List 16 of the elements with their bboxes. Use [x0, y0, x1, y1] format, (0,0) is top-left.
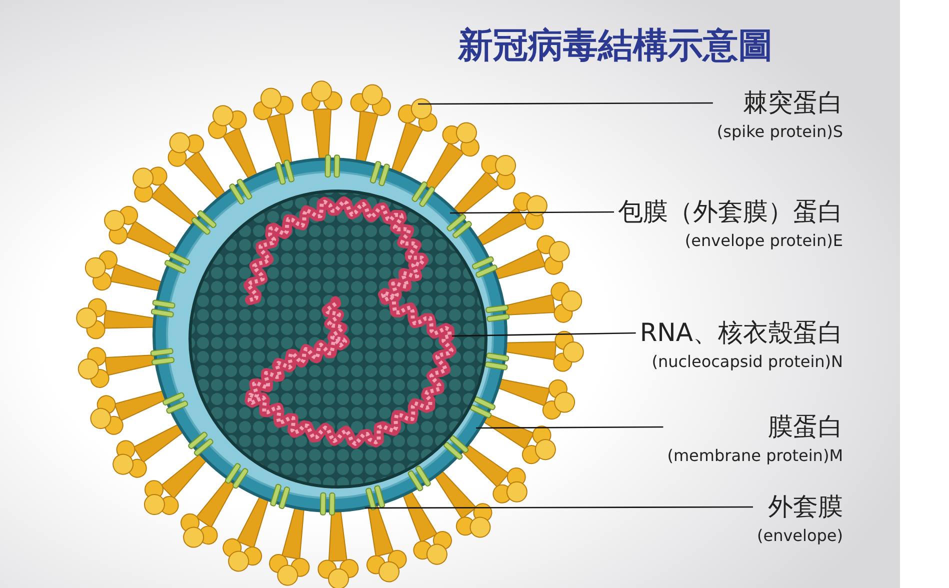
leader-line: [476, 426, 664, 429]
leader-line: [450, 211, 614, 214]
label-text: 外套膜: [767, 492, 843, 522]
leader-line: [418, 102, 713, 105]
label-text: RNA、核衣殼蛋白: [640, 318, 843, 348]
label-subtext: (nucleocapsid protein)N: [650, 351, 843, 373]
title: 新冠病毒結構示意圖: [458, 25, 773, 68]
label-subtext: (envelope): [756, 525, 843, 547]
label-text: 膜蛋白: [767, 412, 843, 442]
label-text: 棘突蛋白: [742, 88, 843, 118]
label-subtext: (envelope protein)E: [684, 230, 843, 252]
label-subtext: (spike protein)S: [716, 121, 843, 143]
leader-line: [452, 332, 636, 337]
label-subtext: (membrane protein)M: [667, 445, 843, 467]
leader-line: [365, 506, 753, 509]
label-text: 包膜（外套膜）蛋白: [618, 197, 843, 227]
